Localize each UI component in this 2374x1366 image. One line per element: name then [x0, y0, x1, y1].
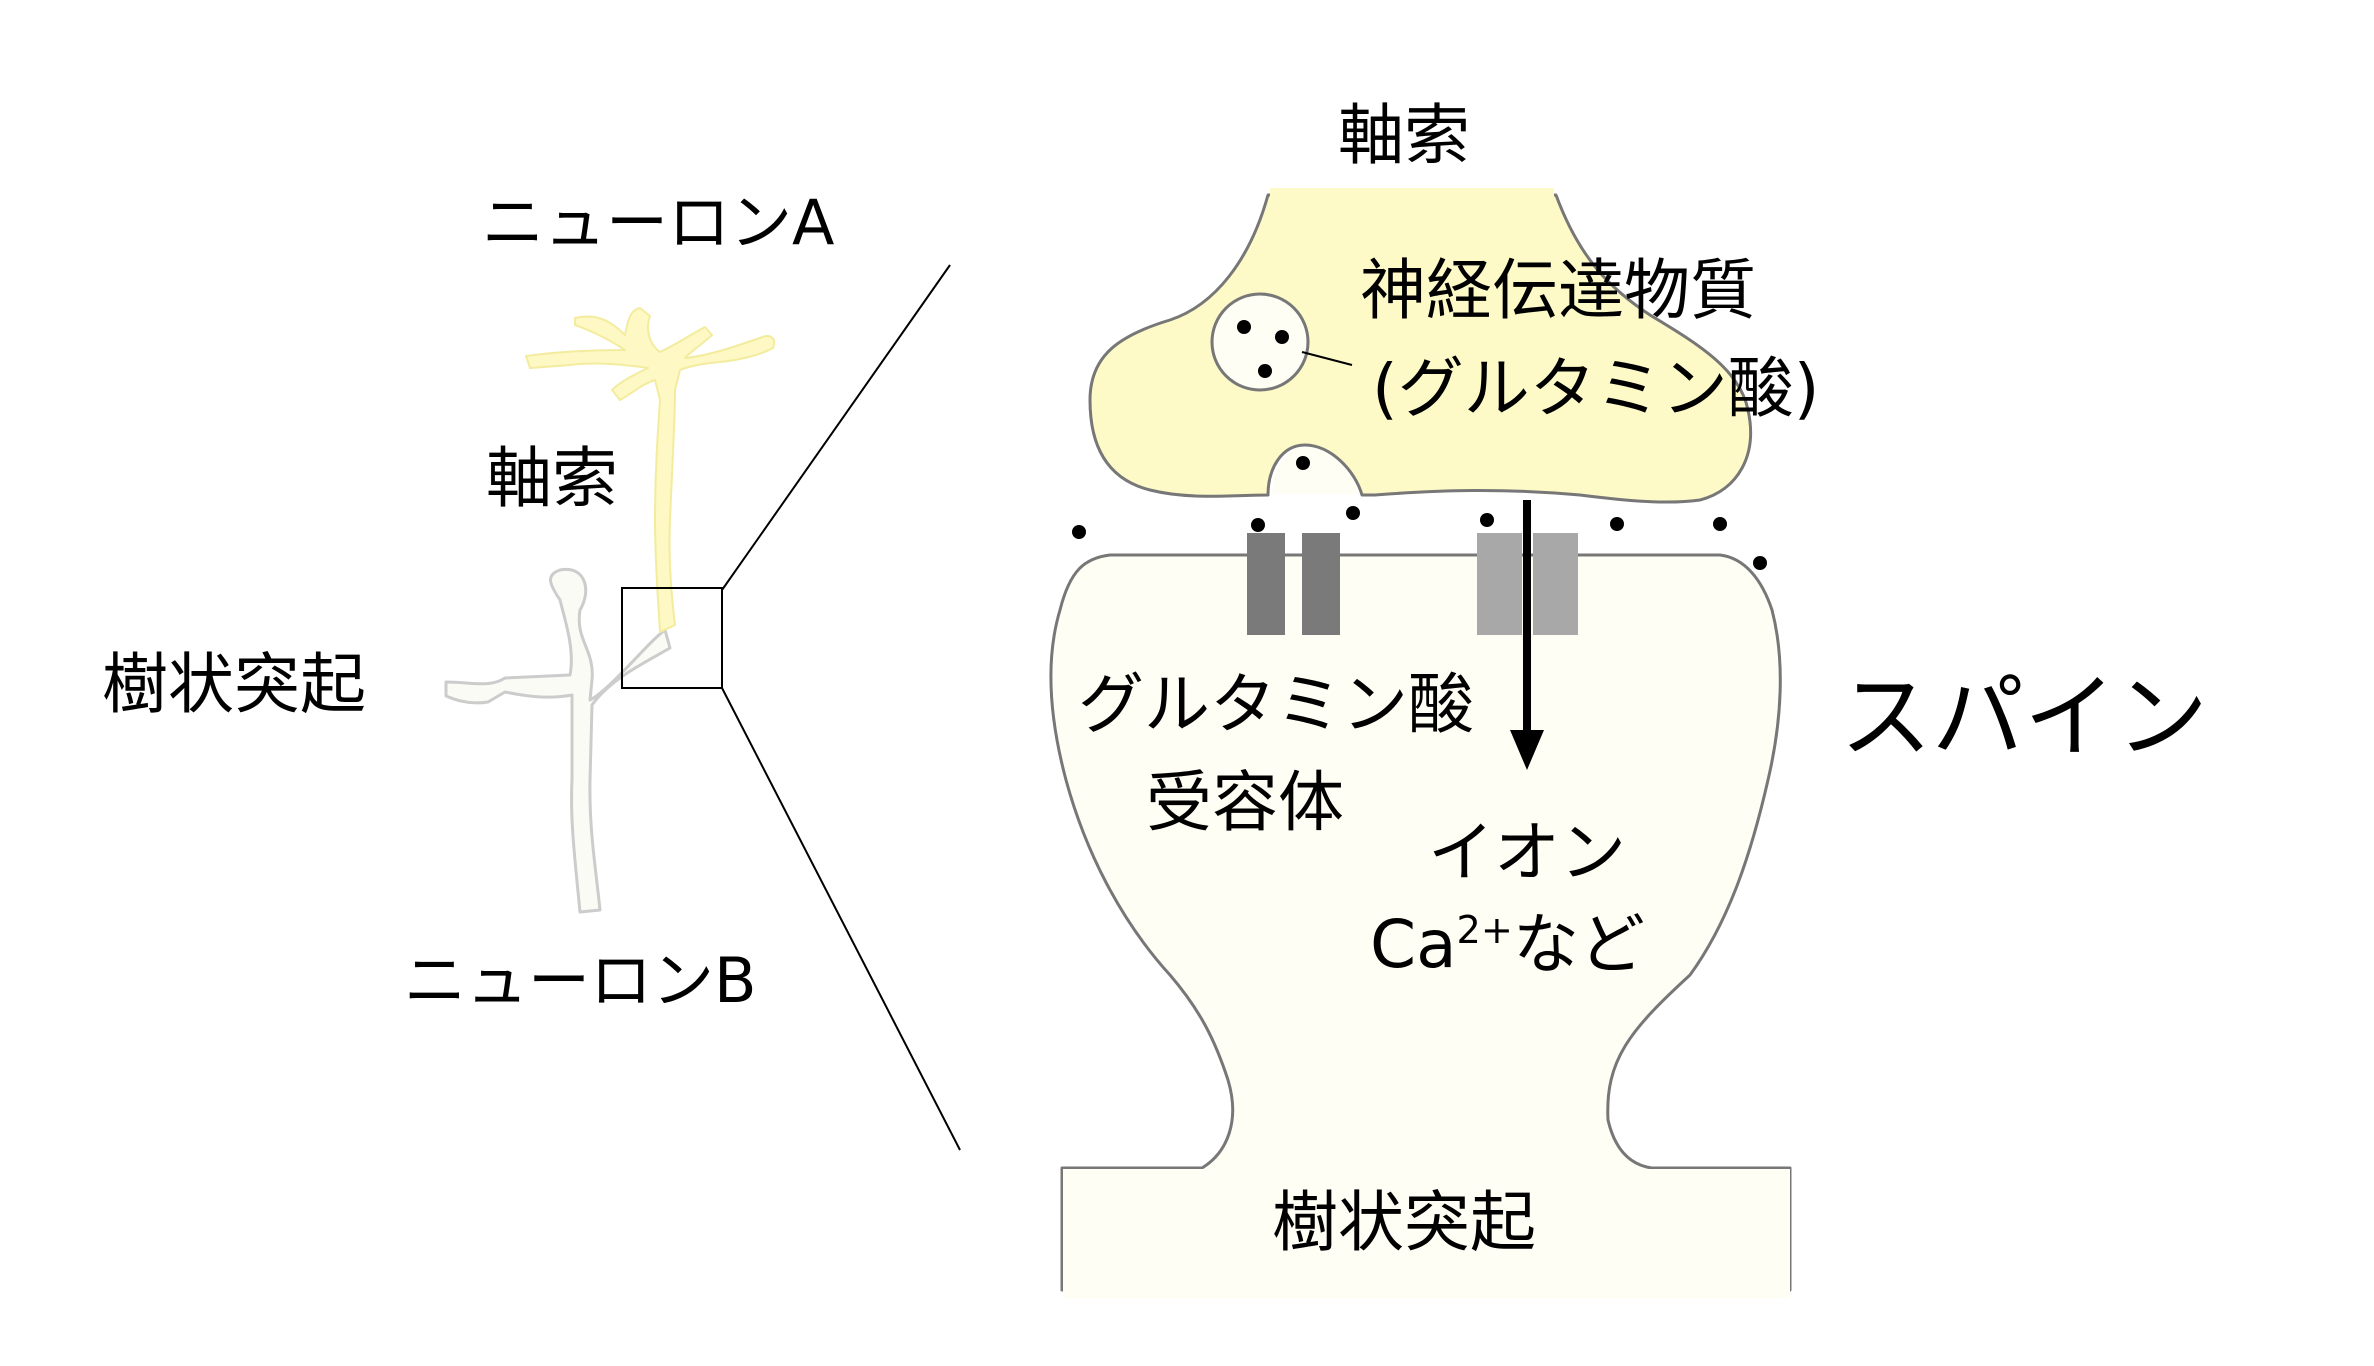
dendrite-bottom-fill [1063, 1169, 1790, 1299]
glutamate-dot [1610, 517, 1624, 531]
receptor-dark-left [1247, 533, 1285, 635]
neuron-a-shape [525, 307, 776, 633]
spine-shape [1049, 553, 1792, 1292]
zoom-box [621, 587, 723, 689]
glutamate-dot [1346, 506, 1360, 520]
vesicle-dot [1275, 330, 1289, 344]
vesicle-leader-line [1301, 351, 1353, 366]
label-ion-charge: 2+ [1456, 908, 1513, 954]
label-receptor-2: 受容体 [1146, 764, 1344, 841]
label-receptor-1: グルタミン酸 [1078, 666, 1474, 743]
glutamate-dot [1480, 513, 1494, 527]
glutamate-dot [1072, 525, 1086, 539]
axon-top-fill [1270, 188, 1554, 198]
label-dendrite-bottom: 樹状突起 [1272, 1184, 1536, 1261]
synaptic-vesicle [1210, 292, 1310, 392]
label-neuron-a: ニューロンA [482, 186, 835, 259]
label-axon-left: 軸索 [486, 440, 618, 517]
neuron-b-dendrite-shape [444, 567, 672, 914]
label-ion-1: イオン [1428, 814, 1626, 891]
label-ion-suffix: など [1512, 906, 1645, 983]
label-dendrite-left: 樹状突起 [102, 646, 366, 723]
glutamate-dot [1296, 456, 1310, 470]
axon-terminal-shape [1088, 193, 1753, 504]
glutamate-dot [1753, 556, 1767, 570]
vesicle-dot [1237, 320, 1251, 334]
label-axon-top: 軸索 [1338, 97, 1470, 174]
glutamate-dot [1251, 518, 1265, 532]
label-neurotransmitter-1: 神経伝達物質 [1360, 252, 1756, 329]
label-ion-ca: Ca [1370, 906, 1457, 983]
vesicle-dot [1258, 364, 1272, 378]
label-neurotransmitter-2: (グルタミン酸) [1372, 350, 1820, 427]
label-ion-2: Ca2+など [1370, 912, 1645, 978]
glutamate-dot [1713, 517, 1727, 531]
label-neuron-b: ニューロンB [404, 944, 757, 1017]
ion-flow-arrow-head [1510, 730, 1544, 770]
zoom-line-upper [721, 264, 951, 591]
label-spine: スパイン [1840, 664, 2209, 771]
receptor-light-left [1477, 533, 1522, 635]
zoom-line-lower [721, 687, 961, 1151]
receptor-dark-right [1302, 533, 1340, 635]
fusing-vesicle [1272, 447, 1358, 494]
receptor-light-right [1533, 533, 1578, 635]
